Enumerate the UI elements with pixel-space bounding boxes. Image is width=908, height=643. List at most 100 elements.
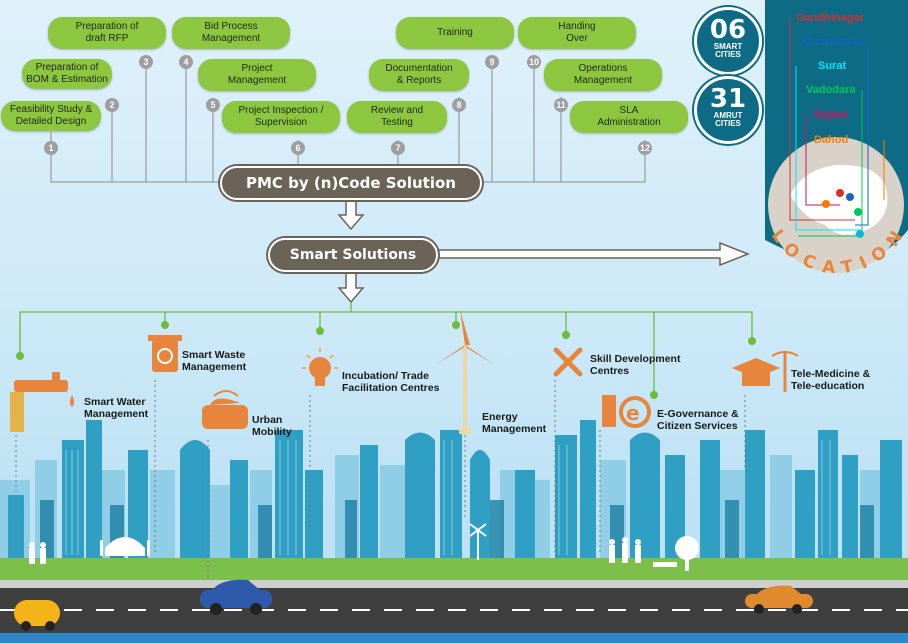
wind-turbine-small-icon bbox=[469, 523, 487, 560]
step-label-line: Review and bbox=[370, 105, 424, 116]
pmc-title: PMC by (n)Code Solution bbox=[220, 166, 482, 200]
step-label-line: Administration bbox=[597, 117, 661, 128]
step-label-line: BOM & Estimation bbox=[26, 74, 108, 85]
solution-label-line: Tele-education bbox=[791, 380, 865, 392]
line-dots bbox=[16, 321, 756, 399]
solution-label-line: Management bbox=[182, 361, 247, 373]
solution-label-line: Skill Development bbox=[590, 353, 681, 365]
solution-label-line: Facilitation Centres bbox=[342, 382, 440, 394]
city-name: Ahmedabad bbox=[800, 36, 863, 48]
solution-label-line: Management bbox=[482, 423, 547, 435]
step-label-line: Detailed Design bbox=[15, 116, 87, 127]
car-icon bbox=[745, 585, 813, 614]
solution-label-line: Centres bbox=[590, 365, 630, 377]
step-label-line: Preparation of bbox=[75, 21, 139, 32]
step-label-line: Training bbox=[437, 27, 473, 38]
tools-icon bbox=[553, 347, 583, 377]
city-name: Surat bbox=[818, 60, 847, 72]
city-name: Rajkot bbox=[814, 109, 848, 121]
solution-label-line: E-Governance & bbox=[657, 408, 739, 420]
solution-label-line: Smart Water bbox=[84, 396, 146, 408]
badge-count: 31 bbox=[709, 84, 747, 114]
lightbulb-icon bbox=[302, 348, 338, 386]
mosque-icon bbox=[100, 537, 150, 556]
step-number: 3 bbox=[139, 55, 153, 69]
car-icon bbox=[14, 600, 60, 631]
e-governance-icon: e bbox=[602, 395, 651, 428]
grass bbox=[0, 558, 908, 580]
solution-label-line: Incubation/ Trade bbox=[342, 370, 429, 382]
step-number: 7 bbox=[391, 141, 405, 155]
step-number: 8 bbox=[452, 98, 466, 112]
map-pin-icons bbox=[822, 189, 864, 238]
solution-label: Tele-Medicine &Tele-education bbox=[791, 368, 870, 392]
step-label-line: Preparation of bbox=[35, 62, 99, 73]
solution-label-line: Energy bbox=[482, 411, 518, 423]
city-name: Gandhinagar bbox=[796, 12, 864, 24]
step-label-line: Over bbox=[566, 33, 588, 44]
step-number: 4 bbox=[179, 55, 193, 69]
step-label-line: Management bbox=[573, 75, 633, 86]
solution-label-line: Urban bbox=[252, 414, 283, 426]
step-number: 6 bbox=[291, 141, 305, 155]
step-label-line: Testing bbox=[381, 117, 413, 128]
step-label-line: Handing bbox=[558, 21, 596, 32]
step-label-line: Operations bbox=[578, 63, 628, 74]
step-pill: Documentation& Reports bbox=[369, 59, 469, 91]
step-label-line: & Reports bbox=[396, 75, 442, 86]
graduation-medicine-icon bbox=[732, 351, 799, 392]
water-tap-icon bbox=[10, 372, 74, 432]
svg-text:e: e bbox=[626, 401, 640, 425]
road-edge bbox=[0, 633, 908, 643]
badge-line: AMRUT bbox=[713, 111, 743, 120]
dotted-drops bbox=[15, 380, 746, 580]
window-stripes bbox=[65, 440, 831, 555]
step-label-line: Supervision bbox=[254, 117, 308, 128]
sidewalk bbox=[0, 580, 908, 588]
smart-solutions-title: Smart Solutions bbox=[268, 238, 438, 272]
solution-label-line: Citizen Services bbox=[657, 420, 738, 432]
car-mobility-icon bbox=[202, 390, 248, 429]
step-label-line: Management bbox=[201, 33, 261, 44]
amrut-cities-badge: 31 AMRUT CITIES bbox=[694, 76, 762, 144]
car-icon bbox=[200, 579, 272, 615]
step-label-line: Documentation bbox=[385, 63, 453, 74]
waste-bin-icon bbox=[148, 335, 182, 372]
step-number: 9 bbox=[485, 55, 499, 69]
badge-line: CITIES bbox=[715, 119, 741, 128]
badge-count: 06 bbox=[709, 15, 747, 45]
step-label-line: Bid Process bbox=[204, 21, 258, 32]
step-label-line: Management bbox=[227, 75, 287, 86]
solution-lines bbox=[19, 302, 753, 392]
solution-label: E-Governance &Citizen Services bbox=[657, 408, 739, 432]
solution-label-line: Management bbox=[84, 408, 149, 420]
people-icon bbox=[29, 536, 699, 571]
step-label-line: Feasibility Study & bbox=[9, 104, 93, 115]
step-label-line: draft RFP bbox=[85, 33, 129, 44]
step-label-line: Project bbox=[241, 63, 273, 74]
city-name: Vadodara bbox=[806, 84, 856, 96]
solution-label-line: Tele-Medicine & bbox=[791, 368, 871, 380]
skyline-front bbox=[8, 420, 902, 560]
city-name: Dahod bbox=[814, 134, 849, 146]
skyline-dark bbox=[40, 500, 874, 560]
step-pill: Training bbox=[396, 17, 514, 49]
flow-arrows bbox=[337, 196, 751, 304]
smart-cities-badge: 06 SMART CITIES bbox=[694, 7, 762, 75]
step-number: 5 bbox=[206, 98, 220, 112]
badge-line: SMART bbox=[713, 42, 743, 51]
step-number: 1 bbox=[44, 141, 58, 155]
step-number: 11 bbox=[554, 98, 568, 112]
step-label-line: Project Inspection / bbox=[238, 105, 324, 116]
